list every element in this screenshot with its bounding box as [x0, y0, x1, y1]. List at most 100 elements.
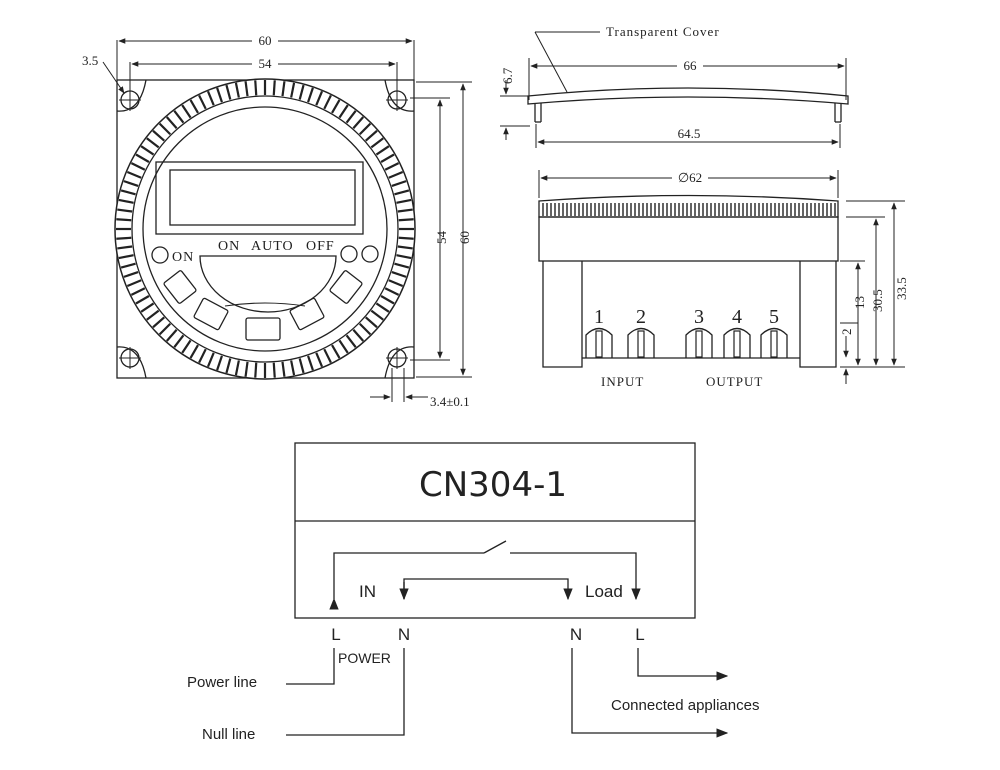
knurl-tick — [152, 316, 165, 329]
knurl-tick — [365, 129, 378, 142]
terminal-2: 2 — [636, 306, 646, 328]
dim-hole-diameter: 3.5 — [82, 53, 98, 68]
front-view: 60 54 3.5 — [82, 32, 472, 409]
knurl-tick — [116, 236, 132, 240]
knurl-tick — [352, 116, 365, 129]
model-title: CN304-1 — [419, 465, 567, 505]
led-mid — [340, 245, 358, 263]
terminal-l-in: L — [331, 625, 340, 644]
dim-hole-span-vertical: 54 — [434, 231, 449, 245]
knurl-tick — [365, 316, 378, 329]
knurl-tick — [181, 104, 192, 119]
knurl-tick — [388, 170, 404, 179]
wire-load — [510, 552, 641, 601]
dial-outer — [114, 78, 416, 380]
knurl-tick — [140, 302, 155, 313]
power-label: POWER — [338, 650, 391, 666]
knurl-tick — [206, 90, 215, 106]
mount-hole-tl — [116, 79, 147, 112]
knurl-tick — [146, 309, 160, 321]
appliance-live-wire — [637, 648, 729, 681]
knurl-tick — [234, 360, 240, 376]
knurl-tick — [281, 81, 286, 97]
dim-cover-base: 64.5 — [678, 126, 701, 141]
terminal-pin — [733, 330, 741, 358]
dim-outer-height: 60 — [457, 231, 472, 244]
knurl-tick — [370, 309, 384, 321]
knurl-tick — [189, 344, 199, 359]
knurl-tick — [307, 87, 314, 103]
knurl-tick — [173, 334, 185, 348]
knurl-tick — [298, 84, 305, 100]
knurl-tick — [158, 322, 172, 336]
dial-knurl — [116, 80, 414, 378]
knurl-tick — [375, 302, 390, 313]
knurl-tick — [290, 82, 296, 98]
knurl-tick — [173, 110, 185, 124]
terminal-5: 5 — [769, 306, 779, 328]
knurl-tick — [126, 170, 142, 179]
dim-hole-span: 54 — [259, 56, 273, 71]
dim-h30-5: 30.5 — [870, 289, 885, 312]
wiring-box — [294, 442, 696, 619]
label-off: OFF — [306, 239, 335, 254]
switch-contact — [483, 540, 507, 554]
terminal-slot — [760, 327, 788, 358]
knurl-tick — [130, 287, 146, 296]
side-body — [538, 216, 839, 262]
knurl-tick — [123, 180, 139, 187]
knurl-tick — [225, 358, 232, 374]
knurl-tick — [396, 198, 412, 204]
led-left — [151, 246, 169, 264]
knurl-tick — [391, 180, 407, 187]
side-leg-right — [799, 261, 837, 368]
cover-label: Transparent Cover — [606, 24, 720, 39]
dial-inner-ring — [131, 95, 399, 363]
terminal-pin — [695, 330, 703, 358]
load-label: Load — [585, 582, 623, 601]
knurl-tick — [152, 129, 165, 142]
knurl-tick — [380, 295, 395, 305]
knurl-tick — [117, 208, 133, 213]
null-line-wire — [286, 648, 405, 736]
output-label: OUTPUT — [706, 374, 763, 389]
power-line-label: Power line — [187, 674, 257, 691]
knurl-tick — [315, 352, 324, 368]
knurl-tick — [290, 360, 296, 376]
knurl-tick — [165, 329, 178, 342]
terminal-pin — [595, 330, 603, 358]
wiring-diagram: CN304-1 IN Load L N N L POWER Power line… — [187, 442, 759, 743]
side-knurl-lines — [542, 203, 836, 216]
knurl-tick — [120, 262, 136, 269]
knurl-tick — [158, 122, 172, 136]
face-buttons — [163, 270, 363, 341]
knurl-tick — [345, 110, 357, 124]
knurl-tick — [358, 322, 372, 336]
wire-in — [329, 552, 484, 610]
knurl-tick — [272, 80, 276, 96]
knurl-tick — [189, 99, 199, 114]
cover-view: Transparent Cover 66 6.7 64.5 — [500, 24, 849, 148]
knurl-tick — [307, 355, 314, 371]
label-auto: AUTO — [251, 239, 294, 254]
dim-cover-width: 66 — [684, 58, 698, 73]
terminal-slot — [627, 327, 655, 358]
knurl-tick — [331, 344, 341, 359]
terminal-slot — [585, 327, 613, 358]
knurl-tick — [165, 116, 178, 129]
terminal-l-out: L — [635, 625, 644, 644]
knurl-tick — [315, 90, 324, 106]
dim-panel-hole: 3.4±0.1 — [430, 394, 470, 409]
knurl-tick — [384, 287, 400, 296]
knurl-tick — [225, 84, 232, 100]
knurl-tick — [198, 94, 207, 110]
knurl-tick — [331, 99, 341, 114]
dim-h2: 2 — [839, 329, 854, 336]
knurl-tick — [397, 245, 413, 250]
knurl-tick — [391, 271, 407, 278]
mount-hole-bl — [116, 346, 147, 379]
knurl-tick — [394, 262, 410, 269]
knurl-tick — [358, 122, 372, 136]
terminal-block — [585, 327, 788, 358]
